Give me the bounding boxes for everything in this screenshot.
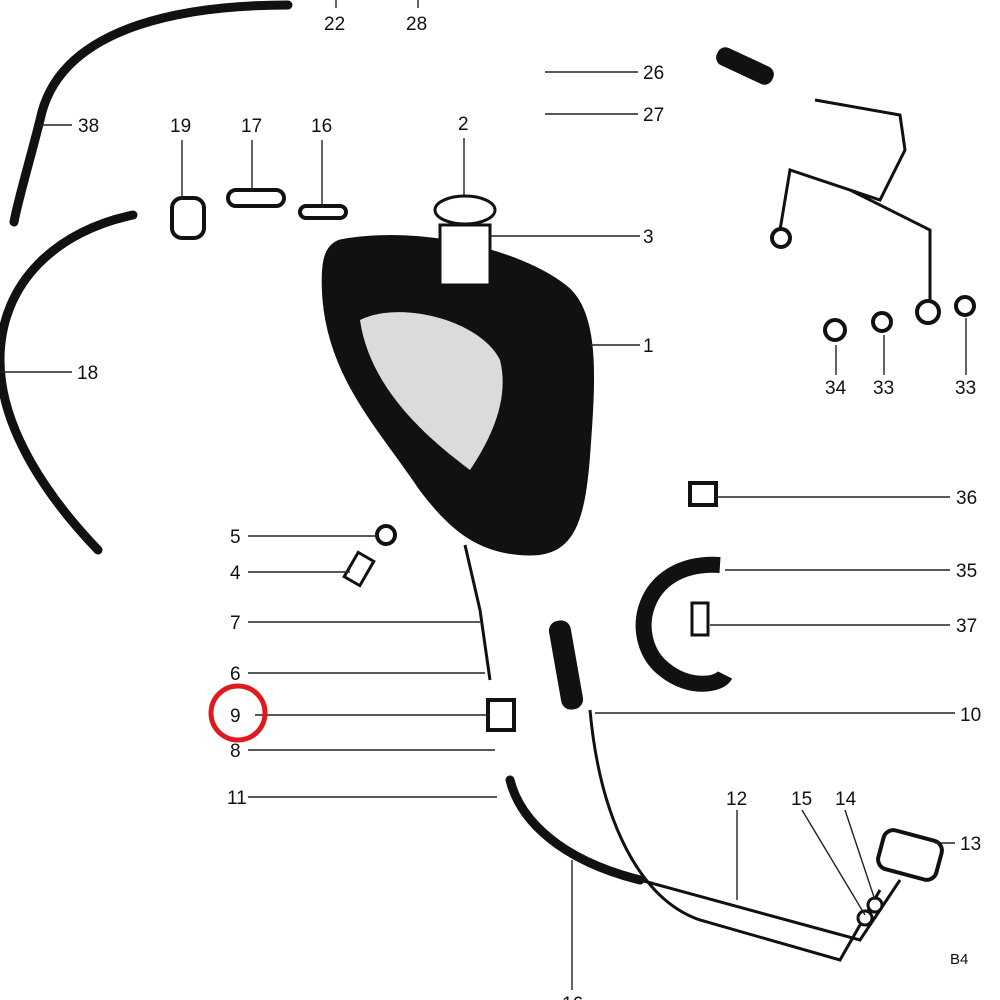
washer-33b (954, 295, 976, 317)
clip-19 (170, 196, 206, 240)
label-10: 10 (960, 705, 981, 726)
washer-14 (866, 896, 884, 914)
washer-15 (856, 909, 874, 927)
hose-bottom (505, 775, 645, 885)
label-2: 2 (458, 114, 469, 135)
sleeve (716, 47, 774, 85)
hose-38 (9, 0, 293, 227)
label-26: 26 (643, 63, 664, 84)
nut-36 (688, 481, 718, 507)
nut-34 (823, 318, 847, 342)
label-37: 37 (956, 616, 977, 637)
label-36: 36 (956, 488, 977, 509)
bolt-37 (690, 601, 710, 637)
label-33b: 33 (955, 378, 976, 399)
banjo-fitting (770, 227, 792, 249)
pin-17 (226, 188, 286, 208)
label-28: 28 (406, 14, 427, 35)
label-bottom: 16 (562, 994, 583, 1000)
label-18: 18 (77, 363, 98, 384)
filler-cap (433, 194, 497, 226)
washer-33a (871, 311, 893, 333)
fuel-pipe-upper (778, 98, 932, 300)
diagram-id: B4 (950, 951, 968, 968)
label-1: 1 (643, 336, 654, 357)
label-13: 13 (960, 834, 981, 855)
label-15: 15 (791, 789, 812, 810)
fuel-pipe-12 (588, 709, 902, 962)
washer-5 (375, 524, 397, 546)
part-labels: 22 28 26 27 38 19 17 16 2 3 1 18 34 33 3… (77, 14, 981, 1000)
label-19: 19 (170, 116, 191, 137)
label-4: 4 (230, 563, 241, 584)
pin-16 (298, 204, 348, 220)
label-35: 35 (956, 561, 977, 582)
label-7: 7 (230, 613, 241, 634)
label-38: 38 (78, 116, 99, 137)
banjo-fitting-2 (915, 299, 941, 325)
label-3: 3 (643, 227, 654, 248)
label-34: 34 (825, 378, 847, 399)
label-5: 5 (230, 527, 241, 548)
label-11: 11 (227, 788, 247, 809)
tap-stem (463, 544, 492, 681)
label-9: 9 (230, 706, 241, 727)
strap-35 (635, 556, 733, 692)
tank-highlight (360, 312, 503, 470)
label-17: 17 (241, 116, 262, 137)
label-14: 14 (835, 789, 857, 810)
label-33a: 33 (873, 378, 894, 399)
highlight-circle (208, 683, 268, 743)
label-16: 16 (311, 116, 332, 137)
filler-neck (438, 223, 492, 287)
bolt-4 (342, 550, 376, 588)
leader-lines (0, 0, 967, 990)
label-27: 27 (643, 105, 664, 126)
hose-18 (0, 210, 138, 555)
label-22: 22 (324, 14, 345, 35)
label-8: 8 (230, 741, 241, 762)
label-6: 6 (230, 664, 241, 685)
sleeve-10 (548, 620, 584, 710)
flange-13 (876, 828, 944, 882)
nut-9 (486, 698, 516, 732)
label-12: 12 (726, 789, 747, 810)
